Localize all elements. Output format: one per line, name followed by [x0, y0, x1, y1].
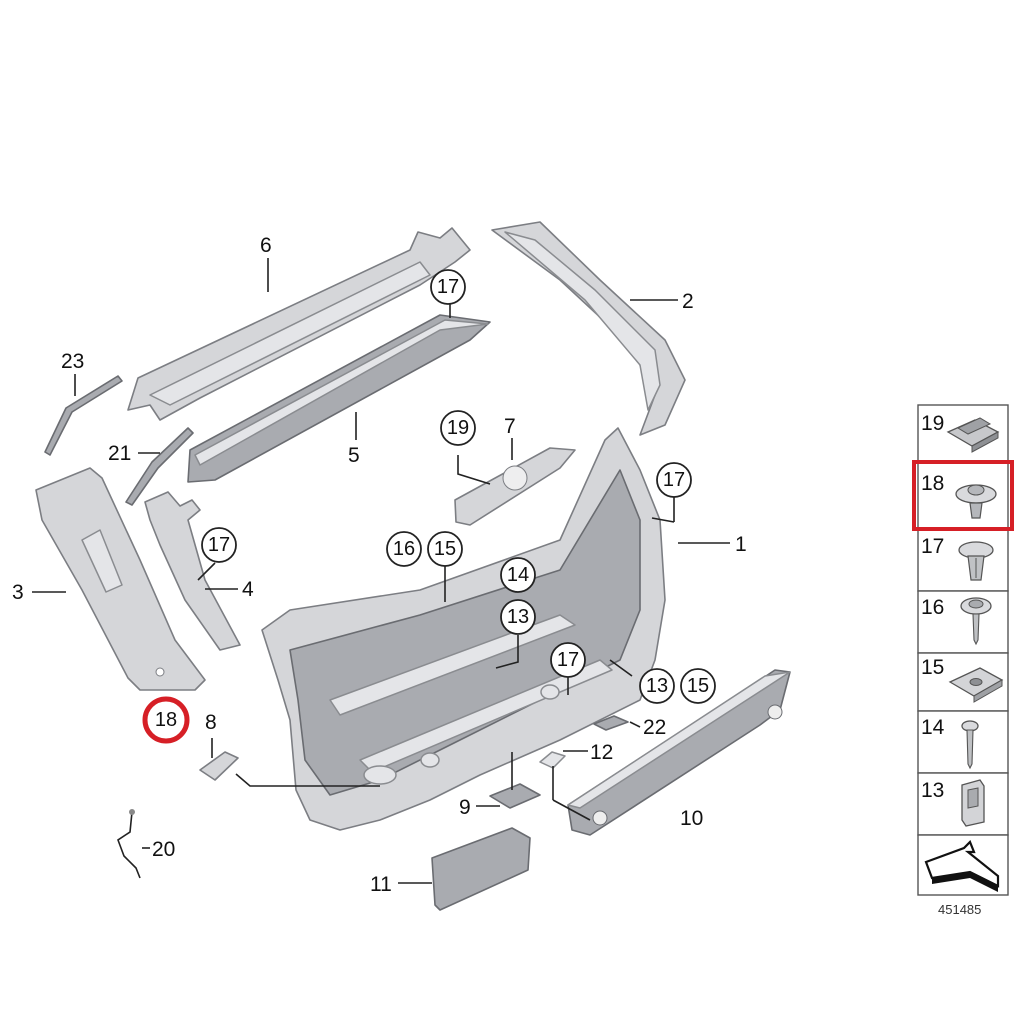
part-1-hole-b	[540, 684, 560, 700]
legend-number-13: 13	[921, 779, 944, 802]
legend-number-18: 18	[921, 472, 944, 495]
part-3-recess	[81, 529, 123, 593]
label-9: 9	[459, 796, 471, 819]
label-21: 21	[108, 442, 131, 465]
callout-17-top: 17	[430, 269, 466, 305]
part-10-hole-a	[592, 810, 608, 826]
clip-nut-icon	[961, 779, 985, 827]
part-11-panel	[431, 827, 531, 911]
svg-text:17: 17	[557, 649, 579, 671]
svg-text:16: 16	[393, 538, 415, 560]
svg-text:17: 17	[208, 534, 230, 556]
part-23-seal	[44, 375, 123, 456]
part-12-clip	[539, 751, 566, 769]
spring-nut-icon	[948, 667, 1004, 703]
part-labels: 6 2 5 7 23 21 3 4 1 8 22 12 9 10 20 11	[12, 234, 747, 896]
expanding-rivet-icon	[955, 484, 997, 519]
clip-icon	[946, 417, 1000, 453]
svg-text:18: 18	[155, 709, 177, 731]
svg-text:13: 13	[507, 606, 529, 628]
part-6-ridge	[149, 261, 431, 406]
part-1-rib-a	[329, 614, 576, 716]
legend-number-16: 16	[921, 596, 944, 619]
push-rivet-icon	[958, 541, 994, 581]
part-10-top-edge	[567, 671, 791, 809]
label-20: 20	[152, 838, 175, 861]
svg-text:17: 17	[437, 276, 459, 298]
label-11: 11	[370, 873, 392, 896]
legend-cell-17	[917, 528, 1009, 592]
callout-17-right: 17	[656, 462, 692, 498]
callout-14: 14	[500, 557, 536, 593]
part-2-inner	[504, 231, 661, 411]
label-12: 12	[590, 741, 613, 764]
part-8-bracket	[199, 751, 239, 781]
label-7: 7	[504, 415, 516, 438]
legend-cell-14	[917, 710, 1009, 774]
legend-number-14: 14	[921, 716, 945, 739]
part-5-edge	[194, 319, 489, 466]
callout-16: 16	[386, 531, 422, 567]
label-1: 1	[735, 533, 747, 556]
callout-13-upper: 13	[500, 599, 536, 635]
callout-17-left: 17	[201, 527, 237, 563]
screw-washer-icon	[960, 597, 992, 646]
label-2: 2	[682, 290, 694, 313]
callout-19: 19	[440, 410, 476, 446]
svg-text:15: 15	[434, 538, 456, 560]
highlight-ring	[142, 696, 190, 744]
legend-highlight-18	[912, 460, 1014, 531]
callout-15-lower: 15	[680, 668, 716, 704]
part-10-hole-b	[767, 704, 783, 720]
label-10: 10	[680, 807, 703, 830]
part-1-hole-a	[420, 752, 440, 768]
circled-callouts: 17 17 17 19 16 15 14 13 17 13 15 18	[142, 269, 716, 744]
part-2-right-pillar-trim	[491, 221, 686, 436]
svg-text:14: 14	[507, 564, 529, 586]
label-4: 4	[242, 578, 254, 601]
legend-number-15: 15	[921, 656, 944, 679]
part-20-cable	[117, 811, 141, 879]
callout-17-lower: 17	[550, 642, 586, 678]
svg-text:17: 17	[663, 469, 685, 491]
part-21-seal	[125, 427, 194, 506]
callout-15-upper: 15	[427, 531, 463, 567]
part-4-inner-pillar-trim	[144, 491, 241, 651]
screw-icon	[961, 720, 979, 770]
leader-lines	[32, 258, 730, 884]
callout-18-highlighted: 18	[142, 696, 190, 744]
label-5: 5	[348, 444, 360, 467]
part-22-clip	[593, 715, 629, 731]
label-3: 3	[12, 581, 24, 604]
part-1-handle-recess	[363, 765, 397, 785]
part-20-connector	[129, 809, 135, 815]
part-9-plate	[489, 783, 541, 809]
part-5-spoiler-trim	[187, 314, 491, 483]
svg-text:15: 15	[687, 675, 709, 697]
part-3-hole	[155, 667, 165, 677]
arrow-bracket-icon	[924, 840, 1000, 892]
part-7-hole	[502, 465, 528, 491]
label-23: 23	[61, 350, 84, 373]
diagram-reference-number: 451485	[938, 902, 981, 917]
label-22: 22	[643, 716, 666, 739]
svg-text:13: 13	[646, 675, 668, 697]
part-3-left-pillar-trim	[35, 467, 206, 691]
svg-text:19: 19	[447, 417, 469, 439]
label-6: 6	[260, 234, 272, 257]
legend-number-17: 17	[921, 535, 944, 558]
fastener-legend: 19 18 17 16 15 14 13	[912, 404, 1014, 917]
callout-13-lower: 13	[639, 668, 675, 704]
label-8: 8	[205, 711, 217, 734]
legend-number-19: 19	[921, 412, 944, 435]
